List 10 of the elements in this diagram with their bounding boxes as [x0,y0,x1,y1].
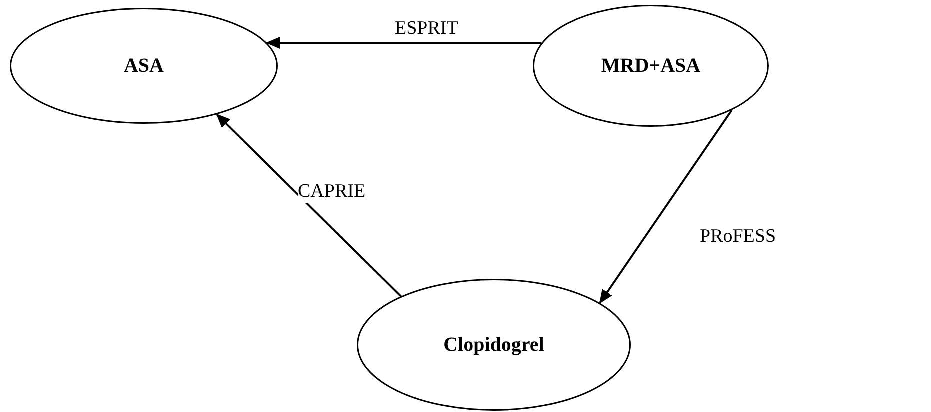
node-label: ASA [124,54,164,78]
arrow [599,110,733,304]
arrow [266,37,542,49]
ellipse-node [533,5,769,127]
ellipse-node [357,279,631,411]
edge-label: CAPRIE [298,181,366,203]
arrow [216,114,402,298]
node-label: Clopidogrel [444,334,544,356]
node-label: MRD+ASA [601,54,701,78]
ellipse-node [10,8,278,124]
